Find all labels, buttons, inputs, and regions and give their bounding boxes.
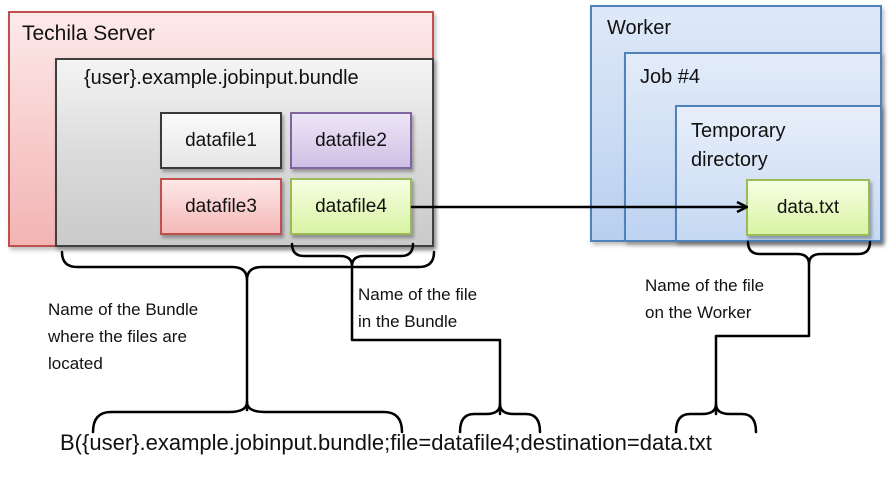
job-label: Job #4 [640,66,701,88]
datafile4-box: datafile4 [290,178,412,235]
bundle-label: {user}.example.jobinput.bundle [84,67,359,89]
worker-connector [714,262,811,416]
techila-server-label: Techila Server [22,22,156,45]
bundle-name-note: Name of the Bundle where the files are l… [48,300,199,373]
command-destination-brace [674,402,758,434]
datafile3-box: datafile3 [160,178,282,235]
datafile2-box: datafile2 [290,112,412,169]
data-txt-brace [746,240,872,266]
data-txt-box: data.txt [746,179,870,236]
file-in-bundle-note: Name of the file in the Bundle [358,285,478,331]
command-string: B({user}.example.jobinput.bundle;file=da… [60,430,712,455]
worker-label: Worker [607,17,672,39]
command-bundle-brace [91,400,404,434]
datafile4-brace [290,242,415,268]
temporary-directory-label: Temporary directory [691,120,786,171]
file-connector [350,264,502,416]
file-on-worker-note: Name of the file on the Worker [645,276,765,322]
command-file-brace [458,402,542,434]
datafile1-box: datafile1 [160,112,282,169]
